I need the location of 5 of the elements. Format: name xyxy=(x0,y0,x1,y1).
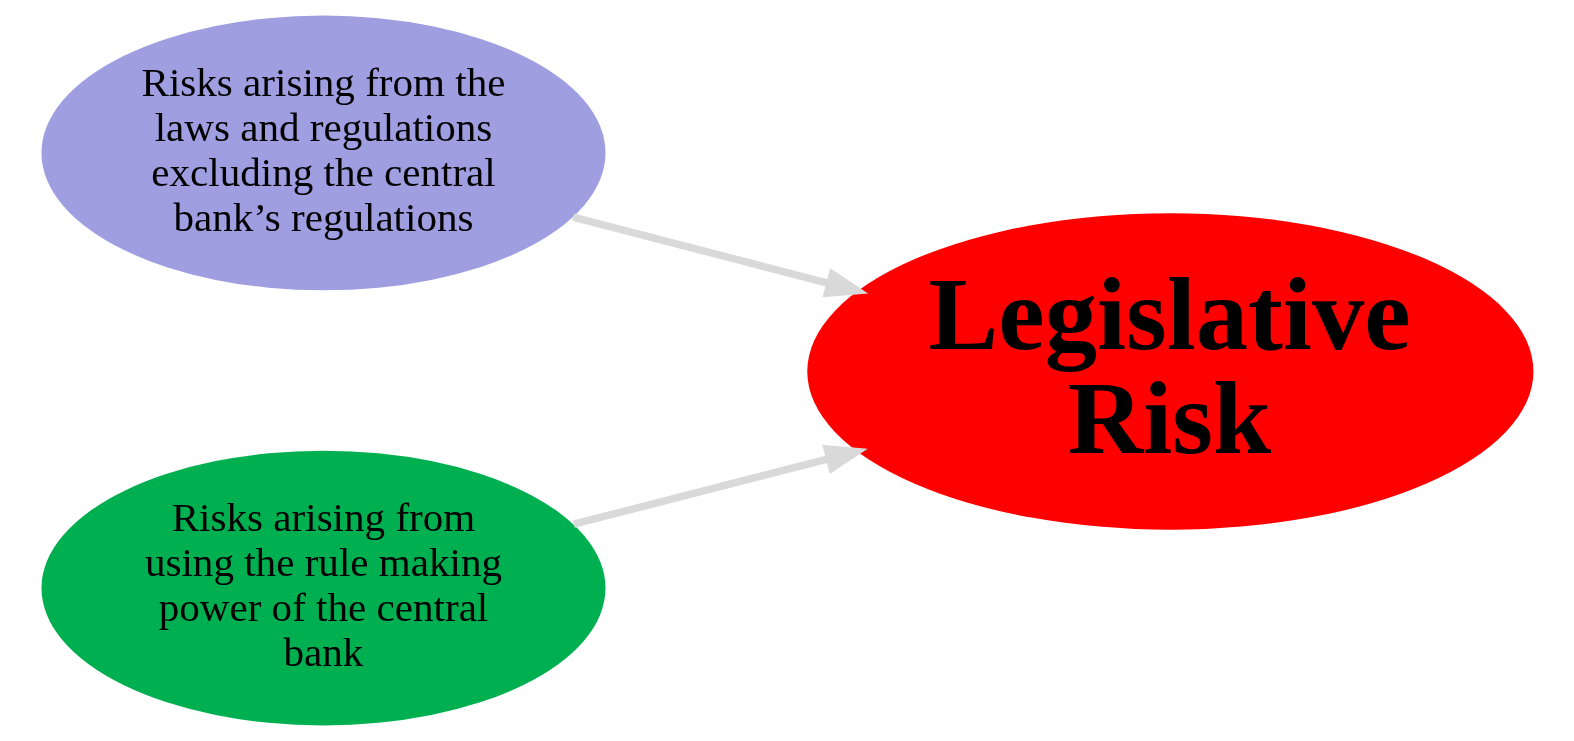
node-ellipse: Risks arising from the laws and regulations excluding the central bank’s regulations xyxy=(40,15,605,291)
node-ellipse: Legislative Risk xyxy=(806,213,1533,530)
arrow xyxy=(571,213,868,298)
arrow xyxy=(572,444,868,528)
node-ellipse: Risks arising from using the rule making power of the central bank xyxy=(40,450,605,726)
